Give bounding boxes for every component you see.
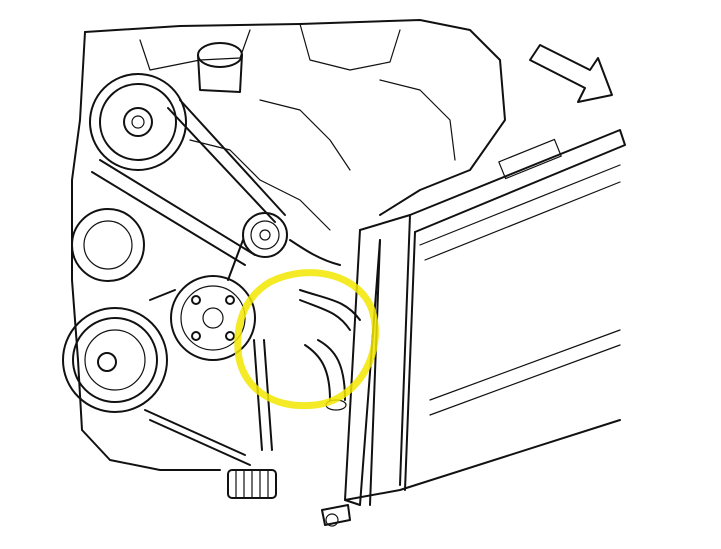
upper-idler-pulley bbox=[89, 73, 187, 171]
engine-block bbox=[71, 19, 506, 471]
lower-coolant-hose bbox=[289, 239, 361, 411]
drive-belt bbox=[91, 99, 286, 466]
oil-filler-cap bbox=[197, 42, 243, 93]
direction-arrow-icon bbox=[529, 44, 613, 103]
water-pump-pulley bbox=[170, 275, 256, 361]
highlight-circle bbox=[234, 269, 379, 410]
radiator-drain-valve bbox=[321, 504, 351, 527]
oil-filter bbox=[227, 469, 277, 499]
crankshaft-pulley bbox=[62, 307, 168, 413]
tensioner-pulley bbox=[242, 212, 288, 258]
radiator bbox=[344, 129, 626, 506]
accessory-pulley-left bbox=[71, 208, 145, 282]
